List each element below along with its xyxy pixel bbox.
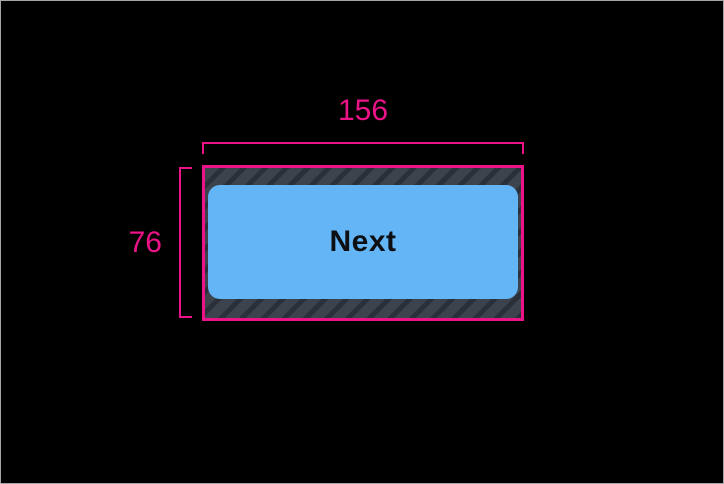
- height-dimension-label: 76: [128, 225, 162, 259]
- width-dimension-line: [202, 142, 524, 144]
- width-dimension-label: 156: [337, 94, 389, 127]
- height-dimension: 76: [129, 167, 192, 318]
- width-dimension: 156: [202, 96, 524, 154]
- width-dimension-tick-right: [522, 142, 524, 154]
- width-dimension-tick-left: [202, 142, 204, 154]
- height-dimension-line: [179, 167, 181, 318]
- next-button[interactable]: Next: [208, 185, 518, 299]
- height-dimension-tick-bottom: [179, 316, 192, 318]
- height-dimension-tick-top: [179, 167, 192, 169]
- touch-target-region: Next: [202, 165, 524, 321]
